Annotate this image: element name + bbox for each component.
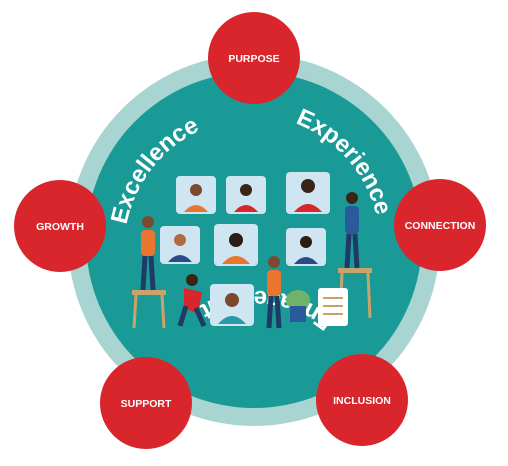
svg-text:INCLUSION: INCLUSION xyxy=(333,395,391,407)
svg-text:SUPPORT: SUPPORT xyxy=(121,398,172,410)
portrait-tiles xyxy=(160,172,330,326)
node-inclusion: INCLUSION xyxy=(316,354,408,446)
clipboard-icon xyxy=(318,288,348,326)
svg-text:PURPOSE: PURPOSE xyxy=(228,53,279,65)
ladder-icon xyxy=(132,290,166,295)
plant-icon xyxy=(286,290,310,322)
figures xyxy=(132,192,372,329)
node-growth: GROWTH xyxy=(14,180,106,272)
svg-text:GROWTH: GROWTH xyxy=(36,221,84,233)
node-connection: CONNECTION xyxy=(394,179,486,271)
node-purpose: PURPOSE xyxy=(208,12,300,104)
svg-text:CONNECTION: CONNECTION xyxy=(405,220,476,232)
person-icon xyxy=(168,179,322,324)
node-support: SUPPORT xyxy=(100,357,192,449)
